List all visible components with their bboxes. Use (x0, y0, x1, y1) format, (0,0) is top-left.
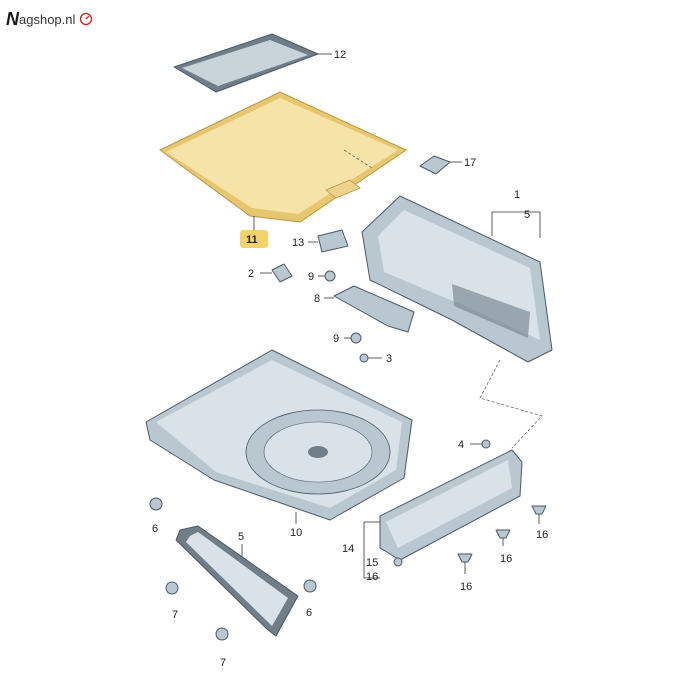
assembly-guide-line (479, 359, 543, 449)
callout-13: 13 (292, 237, 304, 249)
part-9-clip-upper[interactable] (318, 270, 336, 282)
callout-6-right: 6 (306, 607, 312, 619)
part-6-hook-left[interactable] (149, 497, 163, 511)
part-11-luggage-mat[interactable] (159, 91, 408, 248)
callout-14: 14 (342, 543, 354, 555)
callout-12: 12 (334, 49, 346, 61)
part-15-clip[interactable] (393, 557, 403, 567)
callout-8: 8 (314, 293, 320, 305)
callout-3: 3 (386, 353, 392, 365)
part-7-hook-left[interactable] (165, 581, 179, 595)
callout-7-bottom: 7 (220, 657, 226, 669)
callout-2: 2 (248, 268, 254, 280)
part-17-clip[interactable] (419, 155, 462, 175)
part-2-cap[interactable] (260, 263, 293, 283)
logo-mark: N (6, 8, 19, 29)
part-3-screw[interactable] (359, 353, 382, 363)
part-1-side-trim[interactable] (361, 195, 553, 363)
part-4-clip[interactable] (470, 439, 491, 449)
part-8-bracket[interactable] (324, 285, 415, 333)
callout-16-b: 16 (500, 553, 512, 565)
part-9-clip-lower[interactable] (344, 332, 362, 344)
site-logo[interactable]: N agshop.nl (6, 8, 93, 30)
part-12-net-cover[interactable] (173, 33, 332, 93)
callout-1: 1 (514, 189, 520, 201)
speedometer-icon (80, 12, 93, 26)
callout-15: 15 (366, 557, 378, 569)
part-5-cargo-net[interactable] (175, 525, 299, 637)
callout-10: 10 (290, 527, 302, 539)
callout-17: 17 (464, 157, 476, 169)
callout-4: 4 (458, 439, 464, 451)
callout-9-lower: 9 (333, 333, 339, 345)
part-14-sill-panel[interactable] (363, 449, 523, 579)
callout-16-c: 16 (460, 581, 472, 593)
callout-7-left: 7 (172, 609, 178, 621)
callout-5-net: 5 (238, 531, 244, 543)
part-7-hook-bottom[interactable] (215, 627, 229, 641)
part-16-fastener-c[interactable] (457, 553, 473, 574)
callout-16-a: 16 (536, 529, 548, 541)
callout-11: 11 (246, 234, 258, 246)
part-6-hook-right[interactable] (303, 579, 317, 593)
part-16-fastener-a[interactable] (531, 505, 547, 524)
callout-5-trim: 5 (524, 209, 530, 221)
part-16-fastener-b[interactable] (495, 529, 511, 546)
part-10-floor-pan[interactable] (145, 349, 413, 524)
callout-6-left: 6 (152, 523, 158, 535)
callout-9-upper: 9 (308, 271, 314, 283)
part-13-fastener[interactable] (308, 229, 349, 253)
callout-16-sill: 16 (366, 571, 378, 583)
logo-text: agshop.nl (19, 11, 76, 27)
